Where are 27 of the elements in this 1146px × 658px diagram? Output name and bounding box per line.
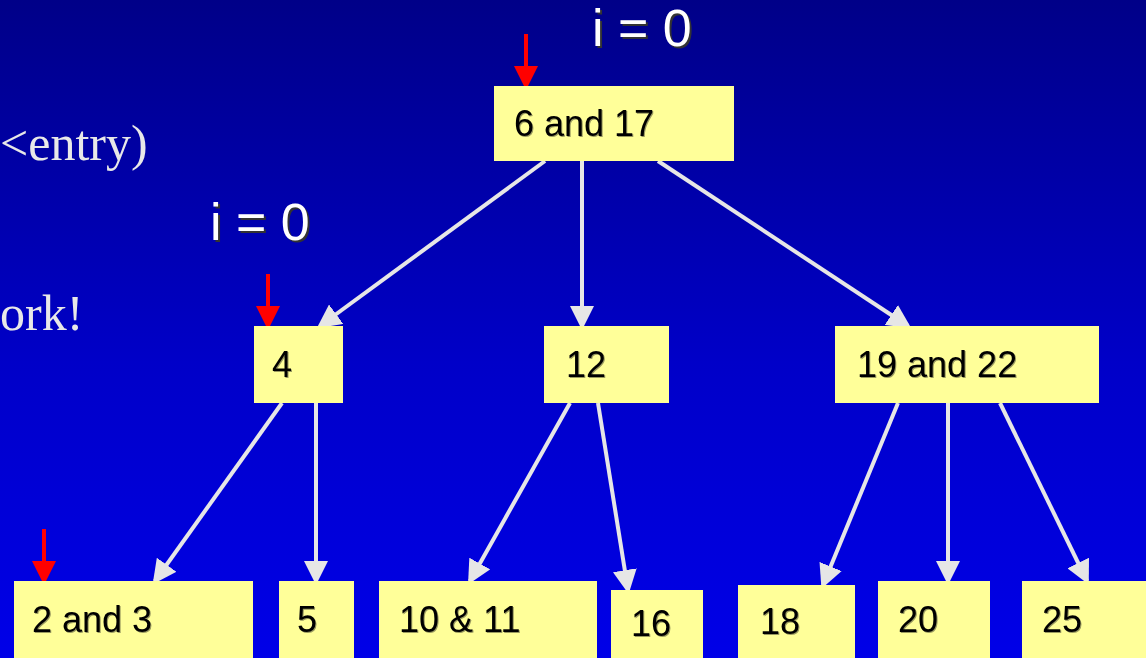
tree-node-box <box>611 590 703 658</box>
tree-node-box <box>14 581 253 658</box>
tree-node-box <box>738 585 855 658</box>
arrow <box>656 159 912 329</box>
node-key: 12 <box>566 343 607 386</box>
tree-node-box <box>835 326 1099 403</box>
index-label: i = 0 <box>592 2 692 54</box>
node-key: 20 <box>898 598 939 641</box>
tree-node-box <box>1022 581 1146 658</box>
slide-text: ork! <box>0 288 84 338</box>
tree-node-box <box>494 86 734 161</box>
node-key: 19 and 22 <box>857 343 1018 386</box>
tree-node-box <box>254 326 343 403</box>
tree-node-box <box>878 581 990 658</box>
node-key: 4 <box>272 343 293 386</box>
tree-node-box <box>544 326 669 403</box>
node-key: 5 <box>297 598 318 641</box>
tree-node-box <box>379 581 597 658</box>
node-key: 16 <box>631 603 672 645</box>
node-key: 2 and 3 <box>32 598 153 641</box>
index-label: i = 0 <box>210 196 310 248</box>
node-key: 10 & 11 <box>399 598 521 641</box>
node-key: 6 and 17 <box>514 102 655 145</box>
arrow <box>316 159 547 329</box>
node-key: 25 <box>1042 598 1083 641</box>
node-key: 18 <box>760 600 801 643</box>
tree-node-box <box>279 581 354 658</box>
